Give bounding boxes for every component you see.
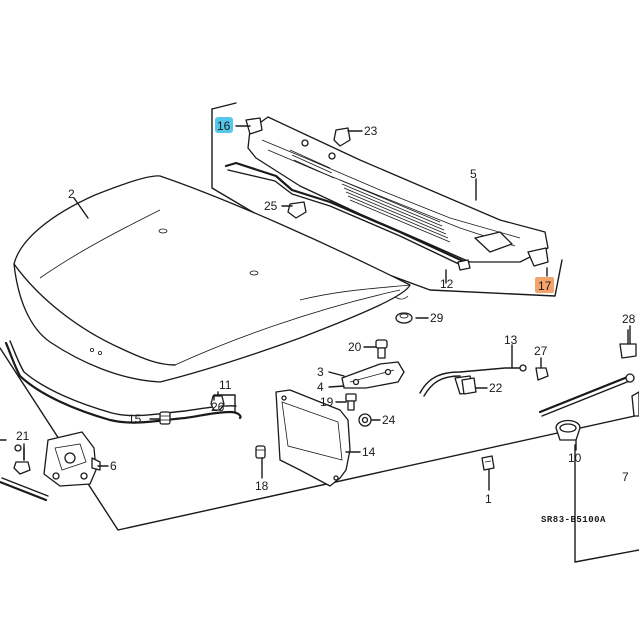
highlight-16 <box>215 117 233 133</box>
bumper-29 <box>395 312 413 324</box>
callout-26: 26 <box>211 400 225 414</box>
clip-1 <box>481 455 495 471</box>
bolt-18 <box>255 445 266 459</box>
callout-10: 10 <box>568 451 582 465</box>
hood-support-rod <box>538 373 635 417</box>
callout-5: 5 <box>470 167 477 181</box>
hood-stay-rod-left <box>0 477 49 502</box>
callout-1: 1 <box>485 492 492 506</box>
bolt-20 <box>375 339 388 359</box>
highlight-17 <box>535 277 554 293</box>
hood-latch <box>43 431 101 487</box>
callout-27: 27 <box>534 344 548 358</box>
clip-16 <box>245 117 263 135</box>
callout-17: 17 <box>538 279 552 293</box>
callout-2: 2 <box>68 187 75 201</box>
hood-seal-rubber <box>4 340 242 424</box>
cowl-seal-strip <box>224 161 471 271</box>
callout-18: 18 <box>255 479 269 493</box>
grommet-24 <box>358 413 372 427</box>
callout-16: 16 <box>217 119 231 133</box>
callout-23: 23 <box>364 124 378 138</box>
bolt-19 <box>345 393 357 411</box>
callout-14: 14 <box>362 445 376 459</box>
bolt-21 <box>0 439 31 475</box>
callout-4: 4 <box>317 380 324 394</box>
grommet-10 <box>555 419 581 441</box>
cowl-vent-grille <box>289 149 451 243</box>
callout-20: 20 <box>348 340 362 354</box>
callout-6: 6 <box>110 459 117 473</box>
callout-15: 15 <box>128 412 142 426</box>
clip-23 <box>333 127 351 147</box>
leader-lines <box>23 125 631 491</box>
callout-13: 13 <box>504 333 518 347</box>
callout-labels: 1 2 3 4 5 6 7 10 11 12 13 14 15 16 17 18… <box>16 119 636 506</box>
callout-28: 28 <box>622 312 636 326</box>
callout-21: 21 <box>16 429 30 443</box>
clip-17 <box>527 247 549 267</box>
frame-lines <box>0 347 639 563</box>
callout-11: 11 <box>219 378 232 392</box>
clip-25 <box>287 201 307 219</box>
hood-panel <box>13 175 411 383</box>
callout-29: 29 <box>430 311 444 325</box>
callout-25: 25 <box>264 199 278 213</box>
clip-22 <box>461 377 477 395</box>
hood-hinge <box>341 361 405 389</box>
callout-12: 12 <box>440 277 454 291</box>
insulator-panel-14 <box>275 389 351 487</box>
drawing-code: SR83-B5100A <box>541 515 606 525</box>
bolt-15 <box>159 411 171 425</box>
callout-22: 22 <box>489 381 503 395</box>
callout-19: 19 <box>320 395 334 409</box>
callout-3: 3 <box>317 365 324 379</box>
bracket-11 <box>213 394 236 413</box>
clip-27 <box>535 367 549 381</box>
callout-7: 7 <box>622 470 629 484</box>
holder-28 <box>619 329 639 417</box>
callout-24: 24 <box>382 413 396 427</box>
cowl-top-panel <box>247 116 549 263</box>
